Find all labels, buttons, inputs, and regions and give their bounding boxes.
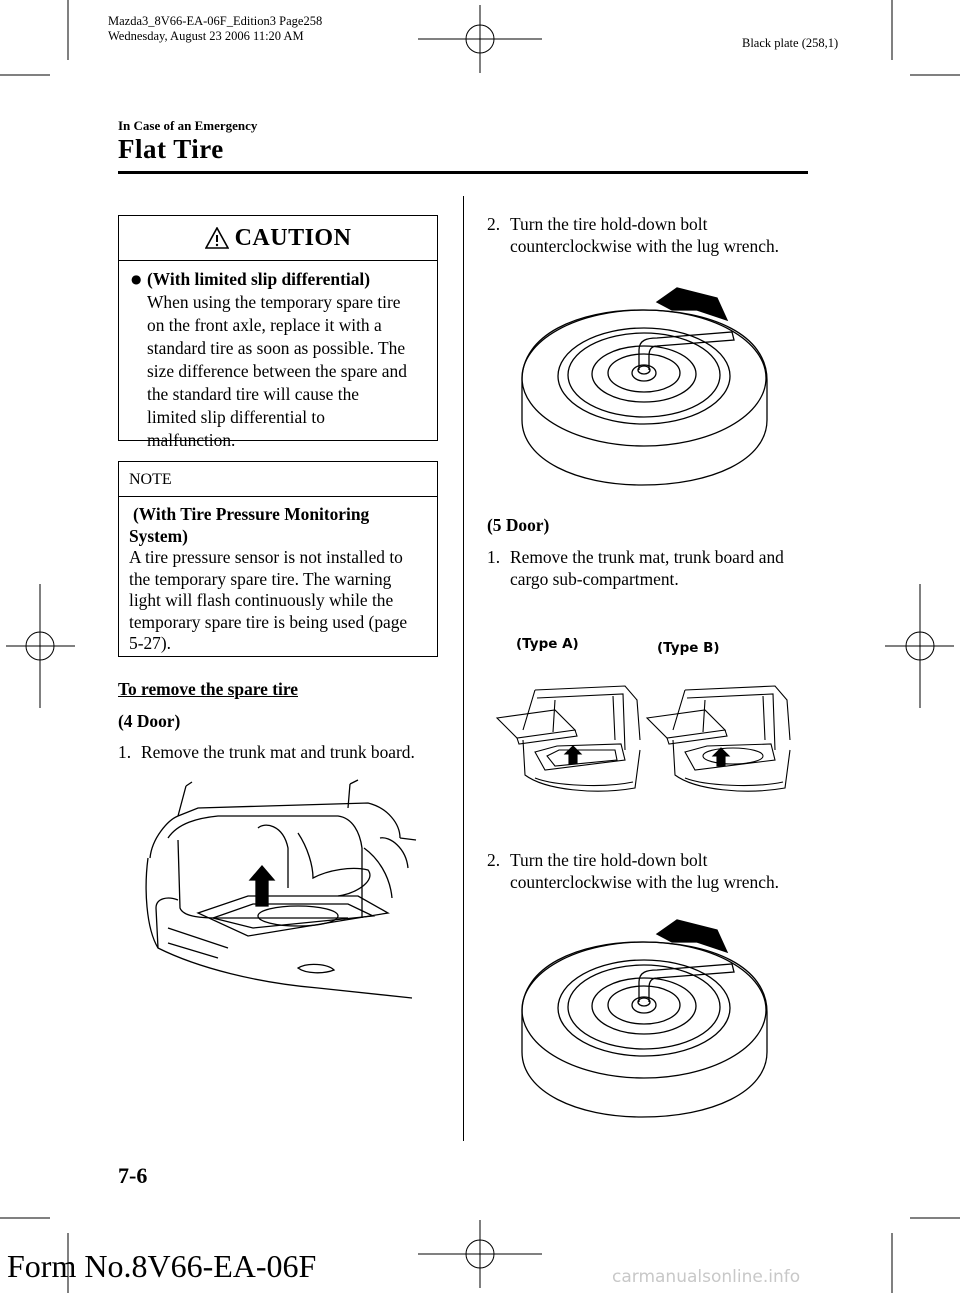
caution-title: CAUTION [234,224,352,251]
note-body: (With Tire Pressure Monitoring System) A… [129,504,431,655]
target-mark-left [6,584,75,708]
bullet-icon: ● [131,272,142,286]
caution-line: When using the temporary spare tire [147,292,401,312]
type-a-label: (Type A) [516,636,579,652]
column-divider [463,196,464,1141]
trunk-type-b-illustration [645,685,791,792]
trunk-type-a-illustration [495,685,641,792]
target-mark-bottom [418,1220,542,1288]
target-mark-right [885,584,954,708]
section-label: In Case of an Emergency [118,118,258,133]
note-line: the temporary spare tire. The warning [129,568,392,589]
note-line: 5-27). [129,633,172,653]
crop-marks-top [0,0,960,76]
trunk-4door-illustration [145,779,417,999]
step-text: counterclockwise with the lug wrench. [510,872,779,892]
subheading-remove-spare: To remove the spare tire [118,679,298,699]
note-line: temporary spare tire is being used (page [129,611,408,632]
crop-marks-bottom [0,1217,960,1293]
type-b-label: (Type B) [657,640,720,656]
step-text: counterclockwise with the lug wrench. [510,236,779,256]
page-number: 7-6 [118,1163,148,1188]
step-four-door-2: 2. Turn the tire hold-down bolt counterc… [487,213,817,257]
step-text: Turn the tire hold-down bolt [510,850,708,870]
target-mark-top [418,5,542,73]
caution-line: standard tire as soon as possible. The [147,338,406,358]
note-header: NOTE [119,462,437,497]
watermark: carmanualsonline.info [612,1267,801,1287]
four-door-label: (4 Door) [118,711,181,731]
step-number: 1. [487,547,501,567]
caution-line: size difference between the spare and [147,361,407,381]
step-text: Remove the trunk mat, trunk board and [510,547,784,567]
step-number: 1. [118,742,132,762]
print-header-file: Mazda3_8V66-EA-06F_Edition3 Page258 [108,14,323,28]
note-line: A tire pressure sensor is not installed … [129,547,403,567]
note-box: NOTE (With Tire Pressure Monitoring Syst… [118,461,438,657]
note-line: light will flash continuously while the [129,590,394,610]
step-text: Remove the trunk mat and trunk board. [141,742,415,762]
note-heading: (With Tire Pressure Monitoring [133,504,370,524]
spare-tire-illustration-1 [521,287,768,486]
caution-line: malfunction. [147,430,236,450]
step-text: Turn the tire hold-down bolt [510,214,708,234]
print-header-date: Wednesday, August 23 2006 11:20 AM [108,29,304,43]
step-text: cargo sub-compartment. [510,569,679,589]
caution-header: CAUTION [119,216,437,261]
caution-body: ● (With limited slip differential) When … [131,268,431,452]
note-title: NOTE [129,471,172,488]
title-rule [118,171,808,174]
caution-line: on the front axle, replace it with a [147,315,382,335]
step-five-door-2: 2. Turn the tire hold-down bolt counterc… [487,849,817,893]
caution-line: the standard tire will cause the [147,384,359,404]
print-header: Mazda3_8V66-EA-06F_Edition3 Page258 Wedn… [108,14,322,44]
five-door-label: (5 Door) [487,515,550,535]
caution-box: CAUTION ● (With limited slip differentia… [118,215,438,450]
caution-item: (With limited slip differential) When us… [147,268,431,452]
warning-triangle-icon [204,227,229,249]
caution-heading: (With limited slip differential) [147,269,371,289]
page-title: Flat Tire [118,134,224,164]
step-five-door-1: 1. Remove the trunk mat, trunk board and… [487,546,817,590]
step-number: 2. [487,214,501,234]
spare-tire-illustration-2 [521,919,768,1118]
note-heading: System) [129,525,188,546]
step-number: 2. [487,850,501,870]
caution-line: limited slip differential to [147,407,325,427]
plate-label: Black plate (258,1) [742,36,839,50]
step-four-door-1: 1. Remove the trunk mat and trunk board. [118,741,448,763]
form-number: Form No.8V66-EA-06F [7,1248,317,1284]
